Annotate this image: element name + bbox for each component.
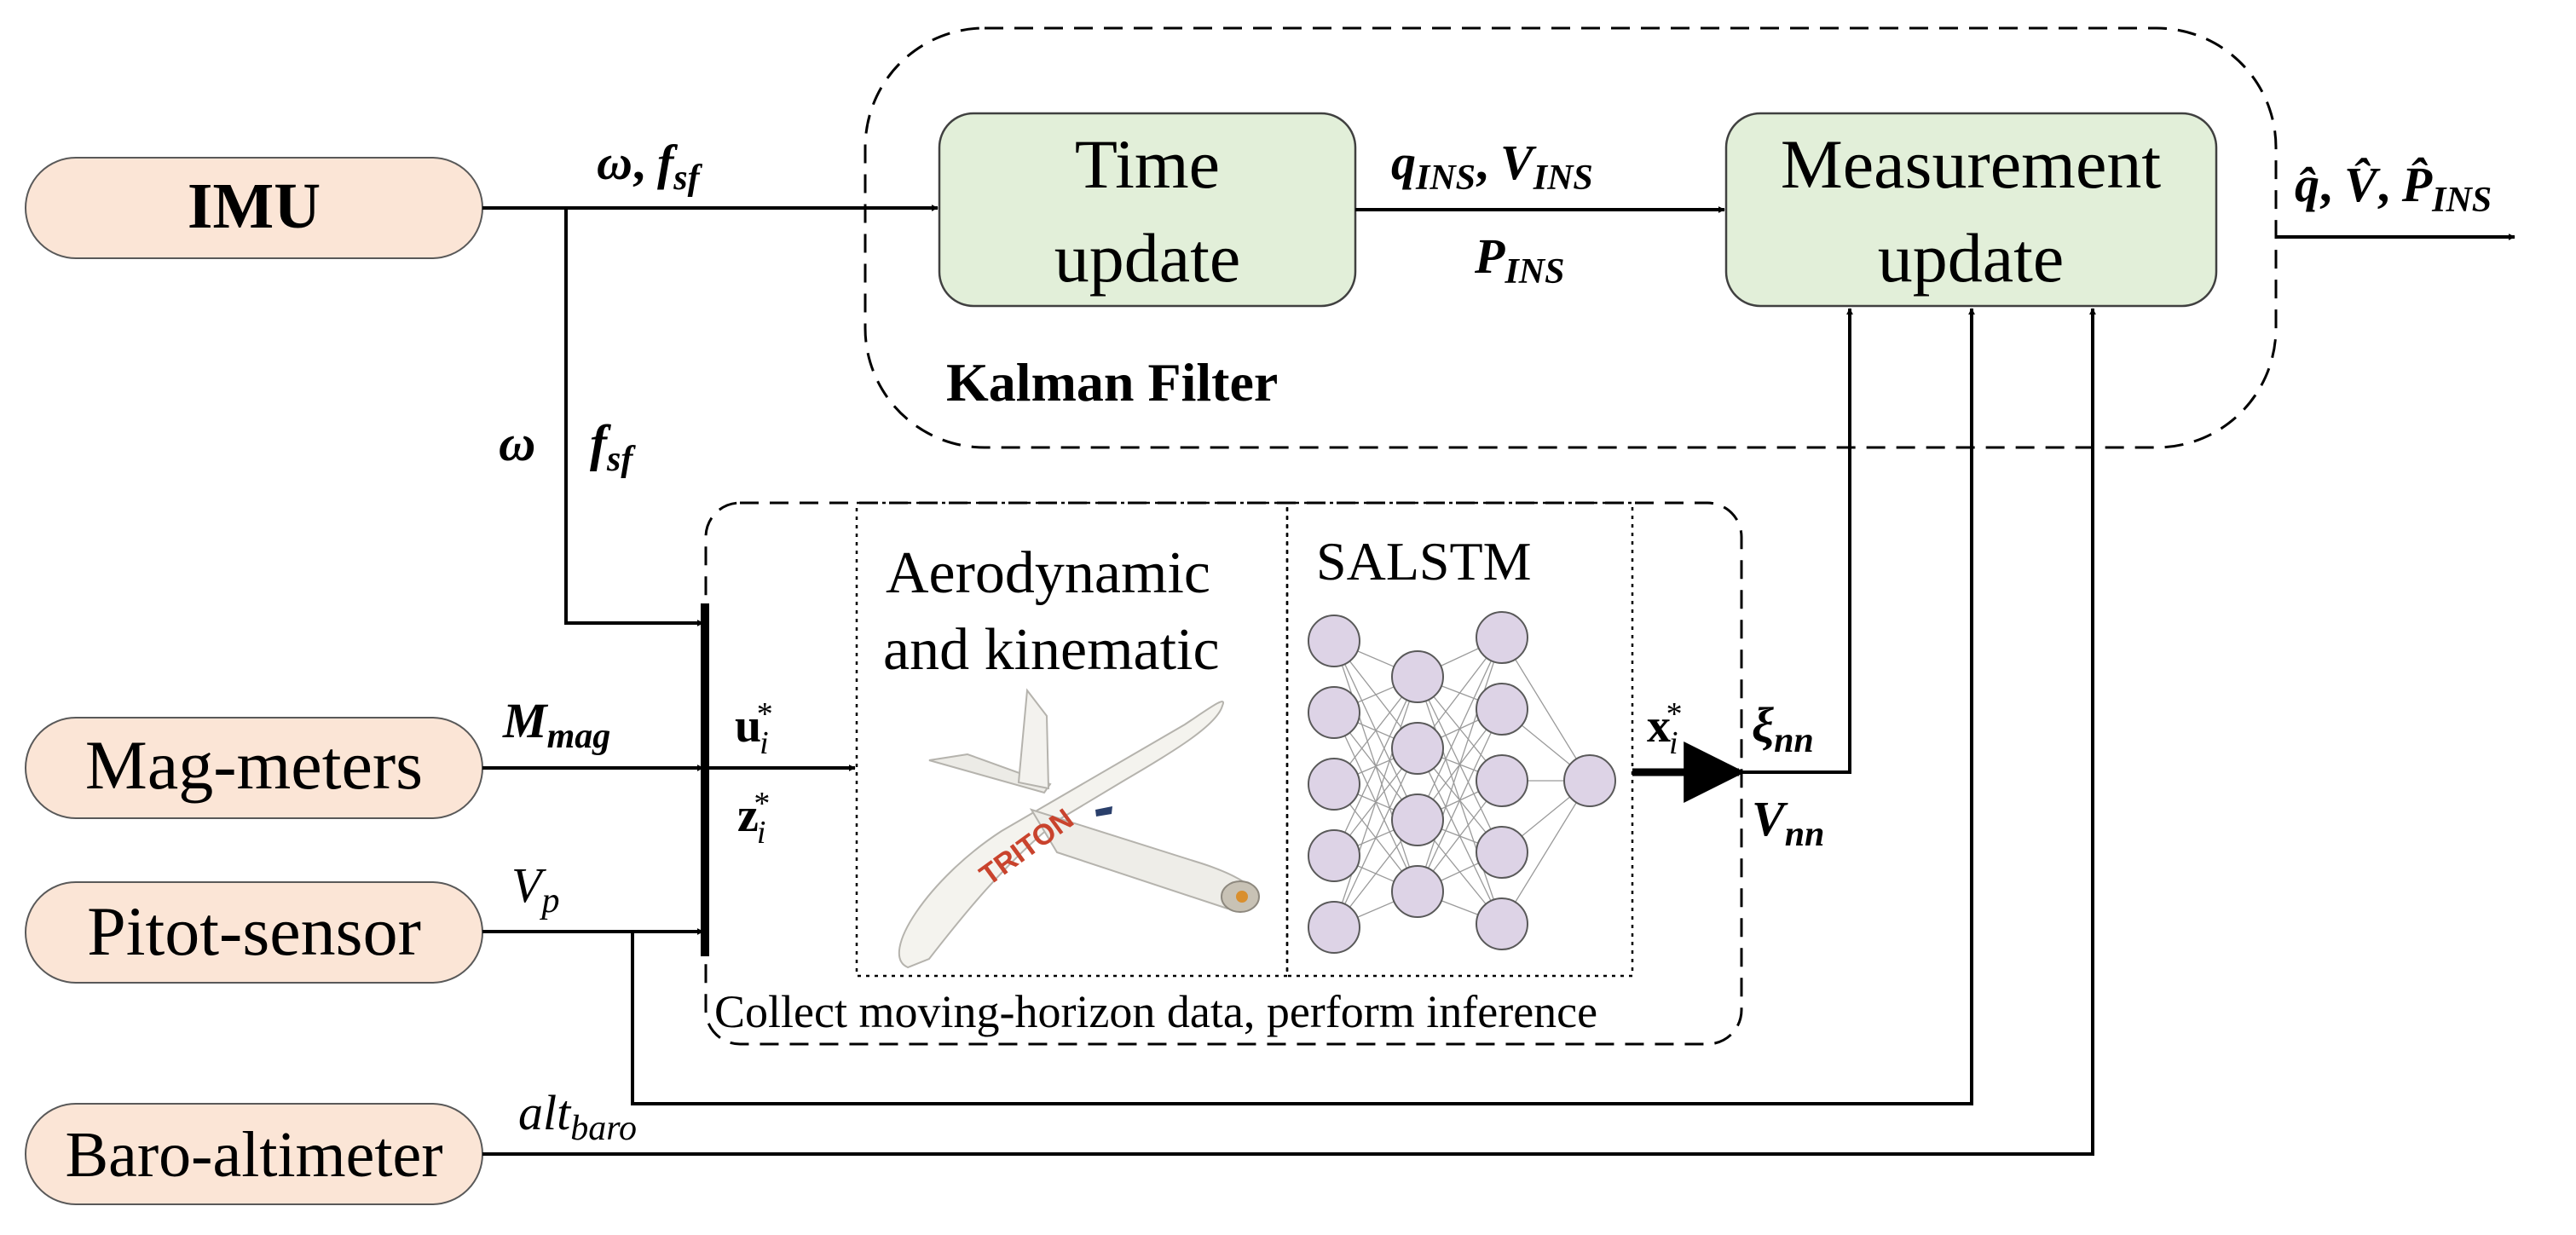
label-vnn: Vnn [1752, 791, 1824, 854]
label-mmag: Mmag [502, 693, 610, 756]
nn-to-measurement-line [1739, 308, 1853, 774]
aircraft-image: TRITON [898, 688, 1260, 969]
measurement-update-label-line2: update [1878, 219, 2065, 297]
neuron-layer-1 [1308, 615, 1360, 667]
label-z: zi* [737, 786, 770, 851]
salstm-network [1308, 611, 1616, 954]
kalman-filter-title: Kalman Filter [946, 352, 1278, 413]
connections [482, 205, 2515, 1156]
network-edge [1333, 676, 1418, 857]
neuron-layer-3 [1476, 897, 1528, 950]
network-edge [1501, 780, 1591, 925]
network-edge [1417, 637, 1503, 821]
aero-model-title-line1: Aerodynamic [886, 540, 1210, 606]
neuron-layer-2 [1391, 794, 1444, 846]
neuron-layer-3 [1476, 611, 1528, 664]
label-alt: altbaro [518, 1085, 637, 1148]
label-p-ins: PINS [1474, 228, 1564, 291]
neuron-layer-1 [1308, 901, 1360, 954]
neuron-layer-2 [1391, 722, 1444, 775]
label-vp: Vp [511, 857, 559, 920]
label-output: q̂, V̂, P̂INS [2295, 157, 2492, 220]
neuron-layer-2 [1391, 865, 1444, 918]
label-fsf: fsf [590, 415, 636, 479]
pitot-to-measurement-line [631, 308, 1975, 1105]
network-edge [1333, 676, 1418, 928]
network-edge [1417, 637, 1503, 892]
label-omega: ω [499, 415, 535, 471]
baro-to-measurement-line [482, 308, 2096, 1156]
mag-meters-label: Mag-meters [85, 726, 423, 804]
label-qv-ins: qINS, VINS [1391, 135, 1593, 198]
neuron-layer-4 [1563, 754, 1616, 807]
network-edge [1501, 637, 1591, 782]
time-update-label-line2: update [1054, 219, 1241, 297]
neuron-layer-3 [1476, 826, 1528, 879]
aero-model-title-line2: and kinematic [883, 617, 1220, 683]
label-xi: ξnn [1752, 697, 1814, 760]
measurement-update-box[interactable] [1724, 112, 2218, 308]
inference-caption: Collect moving-horizon data, perform inf… [714, 986, 1597, 1037]
neuron-layer-3 [1476, 754, 1528, 807]
neuron-layer-1 [1308, 686, 1360, 739]
salstm-panel [1285, 501, 1634, 978]
neuron-layer-3 [1476, 683, 1528, 736]
imu-branch-line [564, 208, 704, 626]
neuron-layer-2 [1391, 650, 1444, 703]
time-update-label-line1: Time [1075, 125, 1220, 203]
network-edge [1333, 747, 1418, 928]
baro-altimeter-label: Baro-altimeter [65, 1119, 442, 1191]
network-edge [1417, 708, 1503, 892]
imu-label: IMU [188, 170, 321, 242]
pitot-sensor-label: Pitot-sensor [87, 892, 421, 970]
label-imu-out: ω, fsf [597, 135, 703, 198]
label-u: ui* [735, 696, 773, 761]
neuron-layer-1 [1308, 758, 1360, 811]
neuron-layer-1 [1308, 829, 1360, 882]
salstm-title: SALSTM [1316, 531, 1532, 592]
label-x: xi* [1647, 696, 1683, 761]
measurement-update-label-line1: Measurement [1781, 125, 2161, 203]
